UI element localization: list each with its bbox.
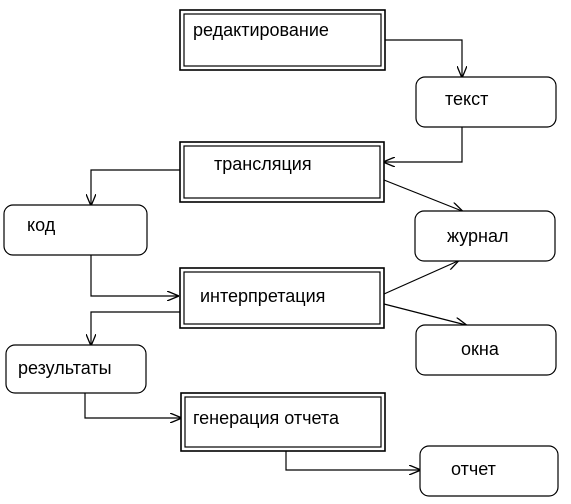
edge-results-to-report-gen	[84, 393, 181, 418]
edge-code-to-interpret	[90, 255, 178, 296]
node-translate-label: трансляция	[214, 154, 312, 174]
node-journal: журнал	[414, 210, 556, 262]
node-windows: окна	[415, 324, 557, 376]
node-results-label: результаты	[18, 358, 112, 378]
edge-edit-to-text	[385, 39, 462, 77]
edge-translate-to-journal	[383, 179, 462, 211]
node-translate: трансляция	[179, 141, 385, 203]
node-results: результаты	[5, 344, 147, 394]
edge-report-gen-to-report	[285, 443, 420, 470]
node-interpret: интерпретация	[179, 267, 385, 329]
node-edit-label: редактирование	[193, 20, 329, 40]
edges	[84, 39, 466, 470]
node-windows-label: окна	[461, 339, 500, 359]
node-report-gen: генерация отчета	[180, 392, 386, 452]
node-report-label: отчет	[451, 459, 496, 479]
edge-text-to-translate	[384, 127, 463, 162]
node-report: отчет	[419, 445, 559, 497]
edge-interpret-to-results	[91, 311, 180, 345]
edge-interpret-to-journal	[383, 261, 458, 295]
node-code-label: код	[27, 215, 56, 235]
edge-interpret-to-windows	[383, 303, 466, 325]
node-report-gen-label: генерация отчета	[193, 408, 340, 428]
node-interpret-label: интерпретация	[200, 286, 325, 306]
node-code: код	[3, 204, 148, 256]
edge-translate-to-code	[91, 169, 180, 205]
node-journal-label: журнал	[447, 226, 509, 246]
node-text: текст	[415, 76, 557, 128]
node-text-label: текст	[445, 89, 488, 109]
node-edit: редактирование	[179, 9, 386, 71]
